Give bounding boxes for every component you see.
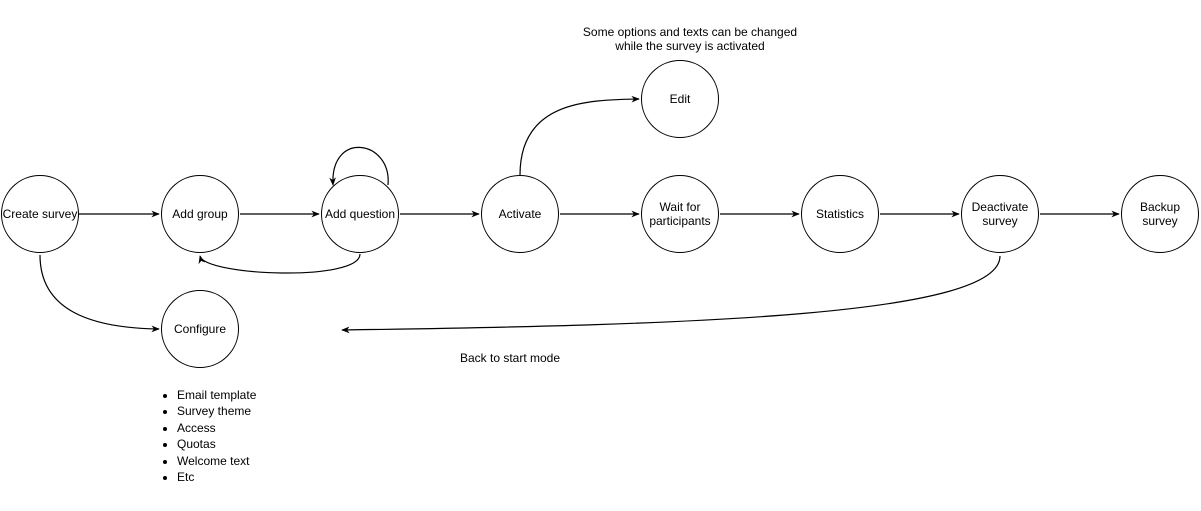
list-item: Etc [177, 469, 256, 485]
list-item: Access [177, 420, 256, 436]
node-deactivate-survey: Deactivate survey [961, 175, 1039, 253]
back-to-start-label: Back to start mode [459, 351, 561, 365]
node-add-group: Add group [161, 175, 239, 253]
list-item: Survey theme [177, 403, 256, 419]
edge-create-to-configure [39, 254, 160, 333]
list-item: Welcome text [177, 453, 256, 469]
list-item: Quotas [177, 436, 256, 452]
edge-question-back-to-group [198, 253, 361, 274]
edge-deactivate-back-to-start [341, 255, 1001, 334]
node-edit: Edit [641, 60, 719, 138]
node-create-survey: Create survey [1, 175, 79, 253]
edit-note-label: Some options and texts can be changed wh… [582, 25, 798, 53]
edge-activate-to-edit [519, 95, 640, 176]
configure-options-list: Email template Survey theme Access Quota… [164, 387, 256, 485]
edge-question-self-loop [329, 146, 389, 186]
node-configure: Configure [161, 290, 239, 368]
node-backup-survey: Backup survey [1121, 175, 1199, 253]
list-item: Email template [177, 387, 256, 403]
node-statistics: Statistics [801, 175, 879, 253]
node-add-question: Add question [321, 175, 399, 253]
node-wait-for-participants: Wait for participants [641, 175, 719, 253]
node-activate: Activate [481, 175, 559, 253]
